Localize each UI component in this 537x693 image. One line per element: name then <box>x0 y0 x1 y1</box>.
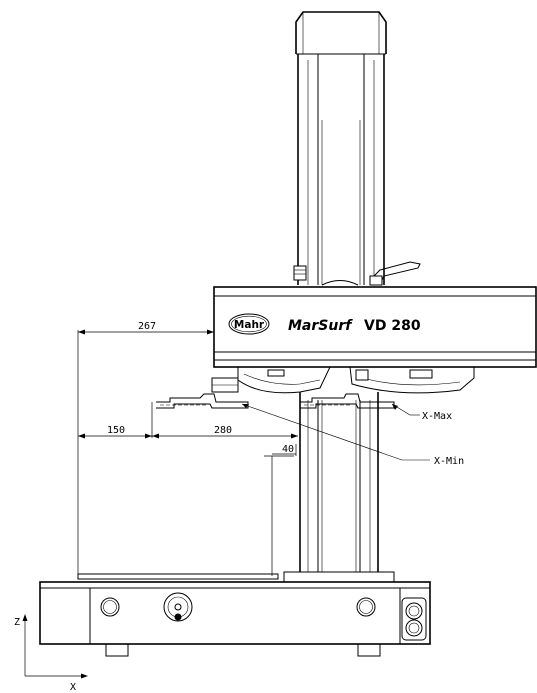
mahr-logo: Mahr <box>228 313 270 335</box>
leader-lines <box>241 403 430 461</box>
dimension-lines <box>77 329 298 576</box>
axis-label-x: X <box>70 682 76 693</box>
column-head <box>295 11 387 55</box>
label-x-max: X-Max <box>422 411 452 422</box>
dimension-40: 40 <box>282 444 294 455</box>
machine-base <box>39 571 431 657</box>
probe-arm <box>156 366 475 409</box>
axis-indicator <box>22 614 88 679</box>
dimension-267: 267 <box>138 321 156 332</box>
stand-rails <box>299 392 379 572</box>
product-model: VD 280 <box>364 318 421 334</box>
product-name: MarSurf <box>288 318 353 334</box>
dimension-280: 280 <box>214 425 232 436</box>
vertical-column <box>293 54 421 286</box>
logo-text: Mahr <box>234 319 265 331</box>
carriage-box: Mahr MarSurf VD 280 <box>213 286 537 368</box>
label-x-min: X-Min <box>434 456 464 467</box>
dimension-150: 150 <box>107 425 125 436</box>
axis-label-z: Z <box>14 617 20 628</box>
